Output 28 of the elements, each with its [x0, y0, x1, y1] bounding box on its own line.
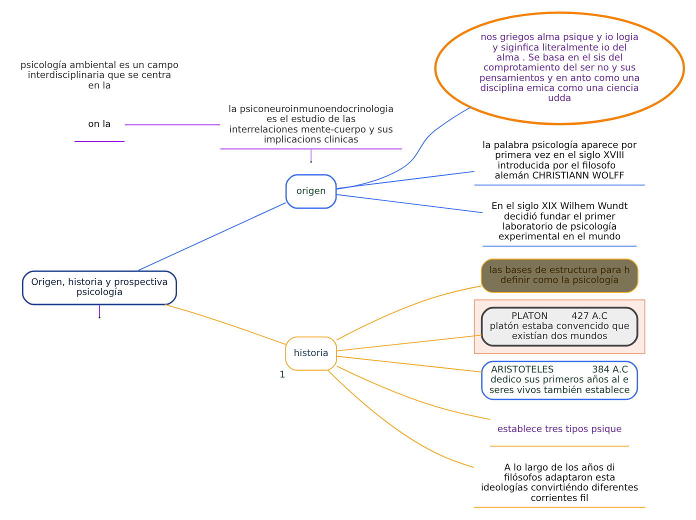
node-text: establece tres tipos psique: [497, 424, 622, 435]
connector: [336, 366, 491, 420]
node-text: En el siglo XIX Wilhem Wundt decidió fundar el primer laboratorio de psicología experimental en el mundo: [491, 201, 628, 243]
node-text: on la: [88, 119, 111, 130]
node-text: la palabra psicología aparece por primera vez en el siglo XVIII introducida por el filosofo alemán CHRISTIANN WOLFF: [482, 140, 637, 182]
connector: [336, 334, 482, 352]
cluster: [474, 299, 646, 354]
node-label: 1: [279, 370, 286, 381]
connector: [136, 202, 286, 272]
connector: [336, 170, 475, 189]
connector: [124, 124, 221, 126]
node-box: historia: [285, 336, 338, 371]
connector: [336, 194, 484, 214]
node-box: PLATON 427 A.C platón estaba convencido que existían dos mundos: [480, 306, 638, 347]
node-text: la psiconeuroinmunoendocrinologia es el estudio de las interrelaciones mente-cuerpo y sus implicacions clinicas: [228, 104, 394, 146]
connector: [336, 356, 482, 373]
node-text: psicología ambiental es un campo interdisciplinaria que se centra en la: [20, 60, 179, 92]
connector: [310, 148, 312, 162]
node-text: A lo largo de los años di filósofos adaptaron esta ideologías convirtiéndo diferentes corrientes fil: [480, 462, 638, 504]
connector: [336, 286, 482, 340]
node-ellipse: nos griegos alma psique y io logia y siginfica literalmente io del alma . Se basa en el sis del comprotamiento del ser no y sus pensamientos y en anto como una disciplina emica como una ciencia udda: [434, 11, 686, 126]
node-box: Origen, historia y prospectiva psicología: [22, 270, 178, 306]
connector: [164, 304, 286, 345]
node-box: ARISTOTELES 384 A.C dedico sus primeros años al e seres vivos también establece: [481, 360, 638, 400]
node-box: origen: [285, 174, 337, 209]
node-box: las bases de estructura para h definir como la psicología: [480, 258, 638, 293]
connector: [336, 106, 471, 190]
connector: [327, 370, 474, 468]
